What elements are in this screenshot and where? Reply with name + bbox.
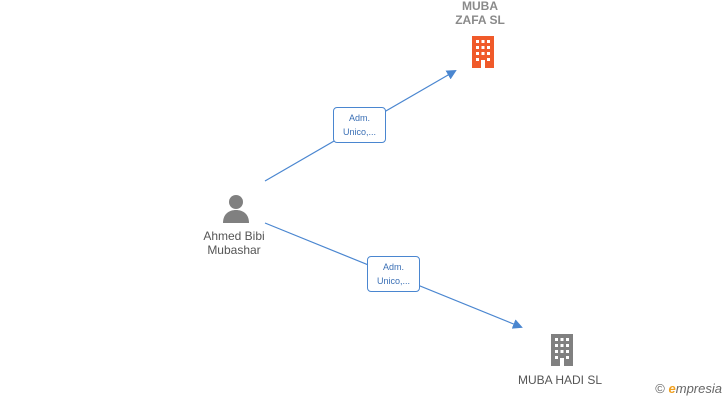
building-icon[interactable] bbox=[467, 34, 499, 70]
person-name-line1: Ahmed Bibi bbox=[203, 229, 265, 243]
person-name[interactable]: Ahmed Bibi Mubashar bbox=[184, 229, 284, 257]
company-top-name[interactable]: MUBA ZAFA SL bbox=[430, 0, 530, 27]
company-top-name-line2: ZAFA SL bbox=[455, 13, 505, 27]
edge-label-bottom-line2: Unico,... bbox=[376, 276, 410, 286]
company-bottom-name-text: MUBA HADI SL bbox=[517, 373, 603, 387]
company-top-name-line1: MUBA bbox=[462, 0, 498, 13]
empresia-watermark: © empresia bbox=[655, 381, 722, 396]
edge-label-top-line1: Adm. bbox=[348, 113, 370, 123]
company-bottom-name[interactable]: MUBA HADI SL bbox=[500, 373, 620, 387]
copyright-symbol: © bbox=[655, 381, 665, 396]
brand-name: mpresia bbox=[675, 381, 722, 396]
edge-label-bottom: Adm. Unico,... bbox=[367, 256, 420, 292]
building-icon[interactable] bbox=[546, 332, 578, 368]
brand-initial: e bbox=[668, 381, 676, 396]
person-icon[interactable] bbox=[220, 192, 252, 224]
edge-label-top: Adm. Unico,... bbox=[333, 107, 386, 143]
person-name-line2: Mubashar bbox=[207, 243, 261, 257]
edge-label-bottom-line1: Adm. bbox=[382, 262, 404, 272]
edge-label-top-line2: Unico,... bbox=[342, 127, 376, 137]
